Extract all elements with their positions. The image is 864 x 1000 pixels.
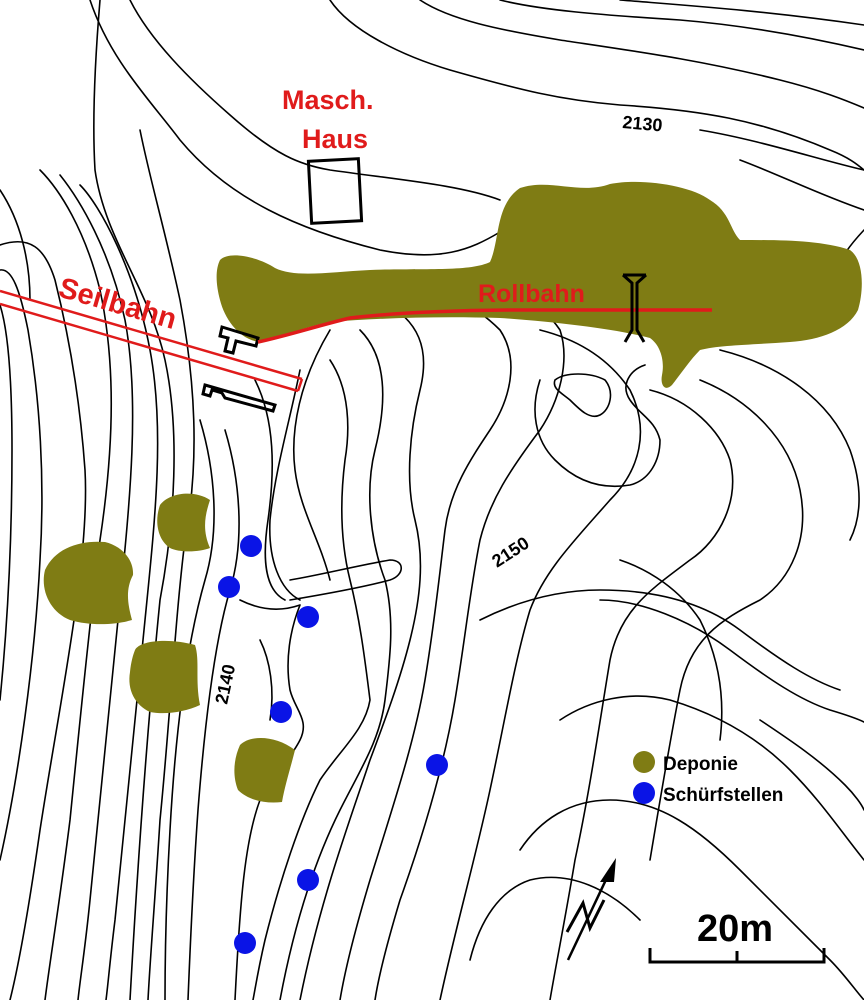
schurfstelle-point bbox=[297, 606, 319, 628]
deponie-area bbox=[129, 640, 200, 714]
deponie-area-large bbox=[216, 181, 862, 388]
seilbahn-station-symbols bbox=[201, 325, 277, 413]
legend-deponie-swatch bbox=[633, 751, 655, 773]
maschinenhaus-building bbox=[306, 157, 364, 225]
label-rollbahn: Rollbahn bbox=[478, 280, 585, 308]
legend: Deponie Schürfstellen bbox=[633, 751, 783, 806]
schurfstelle-point bbox=[240, 535, 262, 557]
deponie-area bbox=[43, 541, 134, 625]
schurfstellen-points bbox=[218, 535, 448, 954]
elevation-label-2140: 2140 bbox=[211, 663, 239, 706]
scale-bar: 20m bbox=[648, 908, 826, 964]
schurfstelle-point bbox=[297, 869, 319, 891]
legend-deponie-label: Deponie bbox=[663, 754, 738, 775]
rollbahn-line bbox=[257, 308, 712, 344]
deponie-area bbox=[234, 738, 295, 803]
seilbahn-line bbox=[0, 289, 304, 393]
elevation-label-2150: 2150 bbox=[488, 533, 532, 572]
schurfstelle-point bbox=[270, 701, 292, 723]
elevation-label-2130: 2130 bbox=[622, 112, 664, 135]
label-haus: Haus bbox=[302, 124, 368, 154]
schurfstelle-point bbox=[218, 576, 240, 598]
bridge-symbol bbox=[622, 273, 647, 343]
schurfstelle-point bbox=[234, 932, 256, 954]
scale-bar-label: 20m bbox=[697, 908, 773, 950]
legend-schurfstellen-label: Schürfstellen bbox=[663, 785, 783, 806]
schurfstelle-point bbox=[426, 754, 448, 776]
north-arrow-icon bbox=[565, 858, 616, 961]
label-masch: Masch. bbox=[282, 85, 374, 115]
deponie-areas bbox=[43, 181, 862, 803]
legend-schurfstellen-swatch bbox=[633, 782, 655, 804]
deponie-area bbox=[157, 493, 210, 552]
